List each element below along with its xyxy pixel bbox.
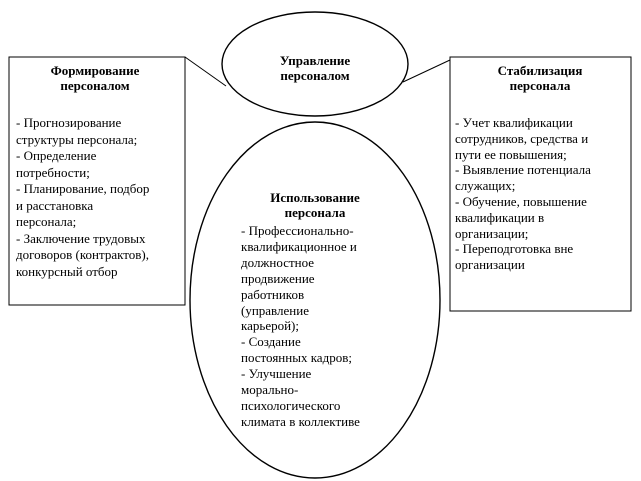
list-item: - Заключение трудовых xyxy=(16,230,146,246)
list-item: - Определение xyxy=(16,148,97,163)
list-item: карьерой); xyxy=(241,318,299,334)
left-title-line: Формирование xyxy=(50,63,140,78)
center-title-line: персоналом xyxy=(280,68,350,83)
usage-ellipse xyxy=(189,121,441,479)
list-item: служащих; xyxy=(455,178,516,194)
list-item: и расстановка xyxy=(16,197,94,213)
center-title: Управление персоналом xyxy=(265,53,365,83)
bottom-title-line: Использование xyxy=(270,190,360,205)
left-box-title: Формирование персоналом xyxy=(20,63,170,93)
list-item: морально- xyxy=(241,382,299,398)
list-item: психологического xyxy=(241,397,341,413)
list-item: продвижение xyxy=(241,270,315,286)
bottom-title-line: персонала xyxy=(284,205,346,220)
list-item: климата в коллективе xyxy=(241,413,360,429)
list-item: сотрудников, средства и xyxy=(455,130,589,146)
right-title-line: Стабилизация xyxy=(497,63,583,78)
right-box-title: Стабилизация персонала xyxy=(465,63,615,93)
list-item: структуры персонала; xyxy=(16,131,138,147)
list-item: - Переподготовка вне xyxy=(455,241,574,257)
list-item: - Прогнозирование xyxy=(16,115,122,130)
connector-left xyxy=(184,56,227,87)
right-title-line: персонала xyxy=(509,78,571,93)
list-item: организации xyxy=(455,257,525,273)
list-item: потребности; xyxy=(16,164,90,180)
list-item: организации; xyxy=(455,225,529,241)
bottom-ellipse-list: - Профессионально- квалификационное и до… xyxy=(241,223,360,430)
list-item: - Учет квалификации xyxy=(455,115,573,130)
list-item: квалификации в xyxy=(455,209,545,225)
list-item: - Планирование, подбор xyxy=(16,181,150,196)
list-item: персонала; xyxy=(16,214,77,229)
list-item: квалификационное и xyxy=(241,238,357,254)
right-box-list: - Учет квалификации сотрудников, средств… xyxy=(455,115,591,273)
list-item: конкурсный отбор xyxy=(16,263,118,279)
formation-box xyxy=(8,56,186,306)
list-item: (управление xyxy=(241,302,309,318)
list-item: постоянных кадров; xyxy=(241,350,352,366)
left-title-line: персоналом xyxy=(60,78,130,93)
bottom-ellipse-title: Использование персонала xyxy=(245,190,385,220)
list-item: - Обучение, повышение xyxy=(455,193,587,209)
list-item: пути ее повышения; xyxy=(455,146,567,162)
list-item: работников xyxy=(241,286,305,302)
list-item: - Создание xyxy=(241,334,301,350)
stabilization-box xyxy=(449,56,632,312)
left-box-list: - Прогнозирование структуры персонала; -… xyxy=(16,115,149,280)
list-item: договоров (контрактов), xyxy=(16,247,149,262)
list-item: должностное xyxy=(241,254,315,270)
management-ellipse xyxy=(221,11,409,117)
connector-right xyxy=(402,59,451,83)
list-item: - Выявление потенциала xyxy=(455,162,591,178)
list-item: - Улучшение xyxy=(241,366,312,382)
list-item: - Профессионально- xyxy=(241,223,354,238)
center-title-line: Управление xyxy=(279,53,351,68)
